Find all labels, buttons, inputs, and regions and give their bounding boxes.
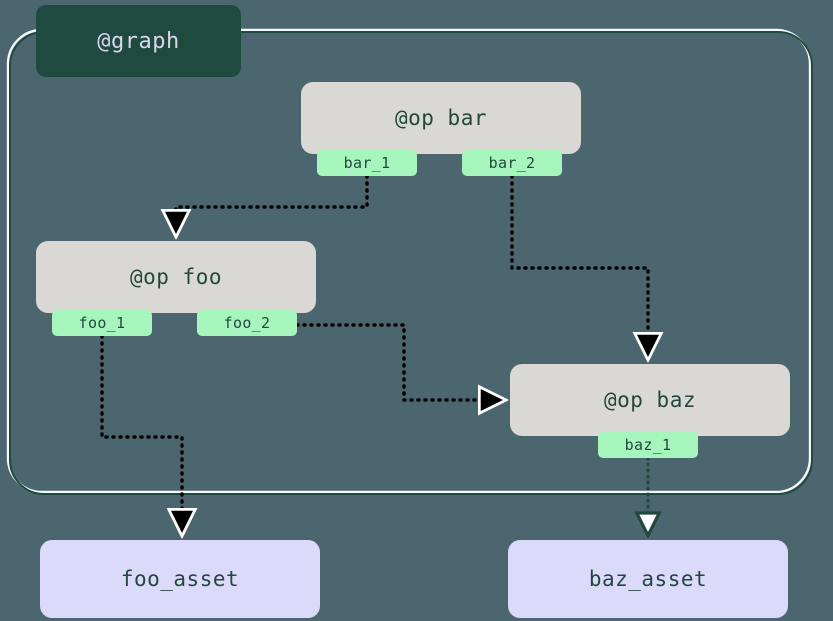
edge-foo_1-to-foo_asset — [100, 334, 182, 531]
port-label: bar_1 — [343, 154, 391, 172]
asset-node-baz_asset[interactable]: baz_asset — [508, 540, 788, 618]
op-port-bar_2[interactable]: bar_2 — [462, 150, 562, 176]
edges — [100, 174, 648, 531]
op-node-bar[interactable]: @op bar — [301, 82, 581, 154]
edge-bar_2-to-baz — [510, 174, 648, 355]
edge-bar_1-to-foo — [176, 174, 369, 232]
op-port-baz_1[interactable]: baz_1 — [598, 432, 698, 458]
port-label: bar_2 — [488, 154, 536, 172]
edge-foo_2-to-baz — [295, 323, 501, 400]
asset-label: baz_asset — [588, 567, 708, 591]
op-node-baz[interactable]: @op baz — [510, 364, 790, 436]
op-node-foo[interactable]: @op foo — [36, 241, 316, 313]
port-label: foo_1 — [78, 314, 126, 332]
asset-label: foo_asset — [120, 567, 240, 591]
graph-label[interactable]: @graph — [36, 5, 241, 77]
op-label: @op baz — [603, 388, 696, 412]
op-label: @op bar — [394, 106, 487, 130]
op-port-foo_1[interactable]: foo_1 — [52, 310, 152, 336]
port-label: foo_2 — [223, 314, 271, 332]
op-port-bar_1[interactable]: bar_1 — [317, 150, 417, 176]
op-label: @op foo — [129, 265, 222, 289]
port-label: baz_1 — [624, 436, 672, 454]
asset-node-foo_asset[interactable]: foo_asset — [40, 540, 320, 618]
op-port-foo_2[interactable]: foo_2 — [197, 310, 297, 336]
